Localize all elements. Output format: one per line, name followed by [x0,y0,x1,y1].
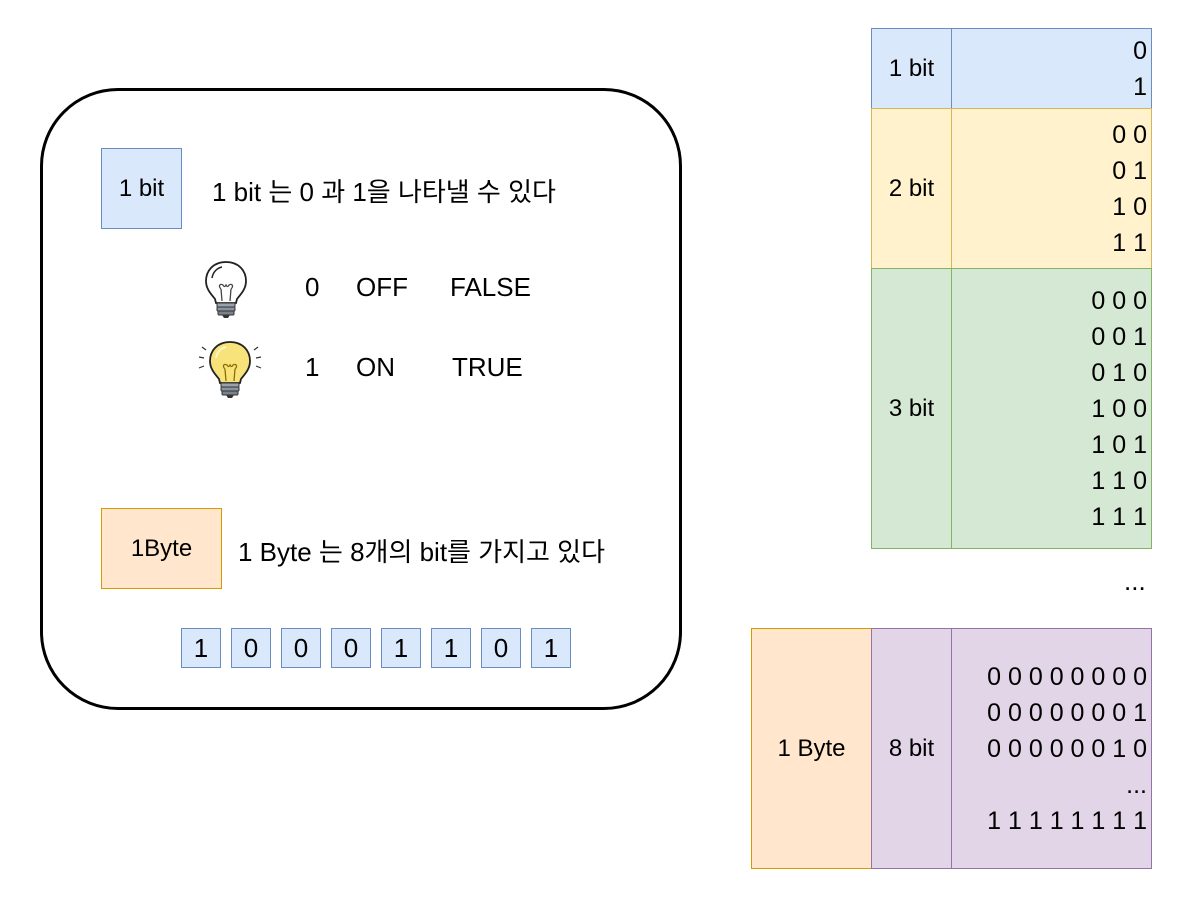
byte-table-label: 1 Byte [751,628,872,869]
lightbulb-off-icon [198,256,254,318]
bit-value: 1 1 0 [1091,466,1147,495]
byte-table-bit-label: 8 bit [871,628,952,869]
byte-bit-cell: 0 [331,628,371,668]
byte-table-bit-label-text: 8 bit [888,734,935,762]
bit-value: 1 0 1 [1091,430,1147,459]
bit-table-values-2bit: 0 0 0 1 1 0 1 1 [951,108,1152,269]
lightbulb-on-icon [198,336,262,398]
byte-bit-cell: 0 [231,628,271,668]
byte-value: 0 0 0 0 0 0 0 0 [987,662,1147,691]
bit-value: 1 0 0 [1091,394,1147,423]
bit-box: 1 bit [101,148,182,229]
bit-value: 1 1 1 [1091,502,1147,531]
byte-bit-cell: 1 [181,628,221,668]
bit-table-label-text: 1 bit [888,54,935,82]
bit-value: 1 1 [1112,228,1147,257]
byte-table-values: 0 0 0 0 0 0 0 0 0 0 0 0 0 0 0 1 0 0 0 0 … [951,628,1152,869]
bit-table-values-3bit: 0 0 0 0 0 1 0 1 0 1 0 0 1 0 1 1 1 0 1 1 … [951,268,1152,549]
byte-bit-cell: 0 [481,628,521,668]
table-ellipsis: ... [1124,566,1146,596]
bit-table-values-1bit: 0 1 [951,28,1152,109]
state-off-value: 0 [305,272,320,302]
bit-value: 0 0 0 [1091,286,1147,315]
bit-table-label-text: 3 bit [888,394,935,422]
bit-box-label: 1 bit [118,174,165,202]
state-on-word: ON [356,352,395,382]
bit-value: 0 0 1 [1091,322,1147,351]
bit-table-label-text: 2 bit [888,174,935,202]
state-on-value: 1 [305,352,320,382]
state-true-word: TRUE [452,352,523,382]
bit-value: 0 1 0 [1091,358,1147,387]
bit-table-label-2bit: 2 bit [871,108,952,269]
byte-value: 1 1 1 1 1 1 1 1 [987,806,1147,835]
byte-box-label: 1Byte [130,534,193,562]
bit-value: 0 1 [1112,156,1147,185]
byte-bit-cell: 1 [431,628,471,668]
state-false-word: FALSE [450,272,531,302]
byte-value: ... [1126,770,1147,799]
bit-table-label-1bit: 1 bit [871,28,952,109]
bit-description: 1 bit 는 0 과 1을 나타낼 수 있다 [212,177,556,207]
byte-bit-cell: 1 [531,628,571,668]
byte-value: 0 0 0 0 0 0 1 0 [987,734,1147,763]
bit-value: 1 [1133,72,1147,101]
state-off-word: OFF [356,272,408,302]
bit-table-label-3bit: 3 bit [871,268,952,549]
bit-value: 0 [1133,36,1147,65]
byte-bit-cell: 1 [381,628,421,668]
byte-table-label-text: 1 Byte [777,734,846,762]
bit-value: 1 0 [1112,192,1147,221]
byte-box: 1Byte [101,508,222,589]
byte-bit-cell: 0 [281,628,321,668]
byte-value: 0 0 0 0 0 0 0 1 [987,698,1147,727]
bit-value: 0 0 [1112,120,1147,149]
byte-description: 1 Byte 는 8개의 bit를 가지고 있다 [238,537,606,567]
